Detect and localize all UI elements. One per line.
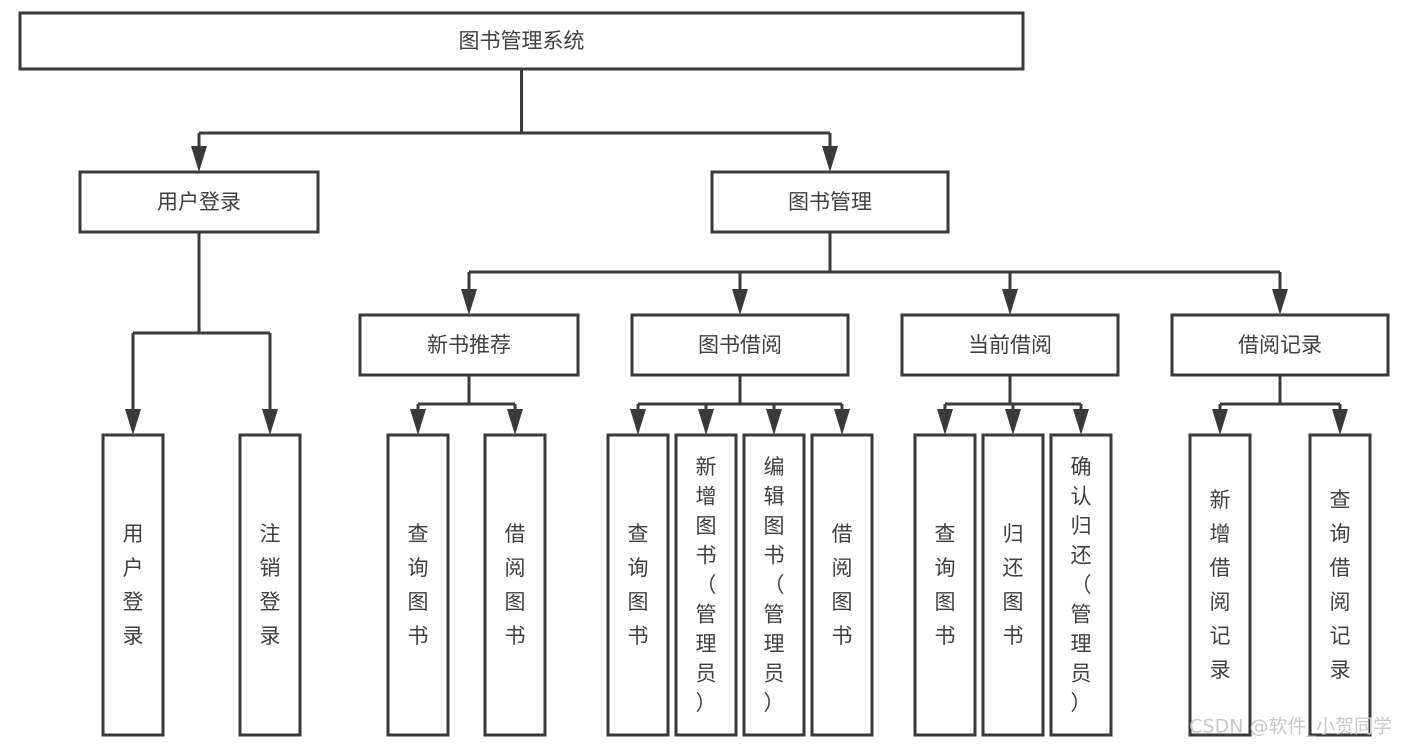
arrow-head-leaf_cur_return xyxy=(1005,409,1021,435)
node-label-leaf_rec_search: 查询借阅记录 xyxy=(1330,488,1351,682)
node-label-leaf_rec_borrow: 借阅图书 xyxy=(505,522,526,648)
node-label-leaf_logout: 注销登录 xyxy=(260,522,281,648)
arrow-head-leaf_borrow_add xyxy=(698,409,714,435)
edge-group-current_borrow xyxy=(937,375,1089,435)
node-leaf_borrow_query[interactable]: 查询图书 xyxy=(606,433,670,737)
node-leaf_cur_confirm[interactable]: 确认归还（管理员） xyxy=(1049,433,1113,737)
edge-group-root xyxy=(191,69,838,172)
node-box-leaf_borrow_add xyxy=(674,433,738,737)
node-box-new_book_rec xyxy=(358,313,580,377)
node-label-borrow_record: 借阅记录 xyxy=(1238,333,1322,357)
arrow-head-leaf_rec_borrow xyxy=(507,409,523,435)
node-box-leaf_cur_return xyxy=(981,433,1045,737)
edge-group-borrow_record xyxy=(1212,375,1348,435)
node-box-book_manage xyxy=(710,170,950,234)
node-box-current_borrow xyxy=(900,313,1120,377)
node-borrow_record[interactable]: 借阅记录 xyxy=(1170,313,1390,377)
node-book_borrow[interactable]: 图书借阅 xyxy=(630,313,850,377)
node-current_borrow[interactable]: 当前借阅 xyxy=(900,313,1120,377)
arrow-head-book_manage xyxy=(822,146,838,172)
arrow-head-leaf_cur_query xyxy=(937,409,953,435)
arrow-head-borrow_record xyxy=(1272,289,1288,315)
arrow-head-user_login xyxy=(191,146,207,172)
node-box-leaf_borrow_query xyxy=(606,433,670,737)
arrow-head-leaf_logout xyxy=(262,409,278,435)
arrow-head-leaf_rec_query xyxy=(410,409,426,435)
node-label-new_book_rec: 新书推荐 xyxy=(427,333,511,357)
node-label-leaf_cur_return: 归还图书 xyxy=(1003,522,1024,648)
node-leaf_rec_borrow[interactable]: 借阅图书 xyxy=(483,433,547,737)
node-leaf_user_login[interactable]: 用户登录 xyxy=(101,433,165,737)
node-book_manage[interactable]: 图书管理 xyxy=(710,170,950,234)
node-box-leaf_cur_confirm xyxy=(1049,433,1113,737)
node-leaf_rec_search[interactable]: 查询借阅记录 xyxy=(1308,433,1372,737)
node-box-leaf_rec_borrow xyxy=(483,433,547,737)
node-new_book_rec[interactable]: 新书推荐 xyxy=(358,313,580,377)
arrow-head-leaf_user_login xyxy=(125,409,141,435)
node-label-leaf_user_login: 用户登录 xyxy=(123,522,144,648)
node-leaf_logout[interactable]: 注销登录 xyxy=(238,433,302,737)
node-layer: 图书管理系统用户登录图书管理新书推荐图书借阅当前借阅借阅记录用户登录注销登录查询… xyxy=(18,11,1390,737)
node-label-leaf_borrow_add: 新增图书（管理员） xyxy=(696,455,717,715)
arrow-head-current_borrow xyxy=(1002,289,1018,315)
arrow-head-book_borrow xyxy=(732,289,748,315)
node-leaf_cur_query[interactable]: 查询图书 xyxy=(913,433,977,737)
watermark-label: CSDN @软件_小贺同学 xyxy=(1189,716,1392,738)
node-root[interactable]: 图书管理系统 xyxy=(18,11,1025,71)
node-label-leaf_borrow_edit: 编辑图书（管理员） xyxy=(764,455,785,715)
node-box-leaf_cur_query xyxy=(913,433,977,737)
connector-layer xyxy=(125,69,1348,435)
node-label-book_manage: 图书管理 xyxy=(788,190,872,214)
node-box-user_login xyxy=(78,170,320,234)
node-box-leaf_rec_add xyxy=(1188,433,1252,737)
node-leaf_rec_add[interactable]: 新增借阅记录 xyxy=(1188,433,1252,737)
node-label-book_borrow: 图书借阅 xyxy=(698,333,782,357)
arrow-head-leaf_cur_confirm xyxy=(1073,409,1089,435)
node-leaf_rec_query[interactable]: 查询图书 xyxy=(386,433,450,737)
node-label-leaf_borrow_do: 借阅图书 xyxy=(832,522,853,648)
node-leaf_borrow_add[interactable]: 新增图书（管理员） xyxy=(674,433,738,737)
node-label-leaf_rec_query: 查询图书 xyxy=(408,522,429,648)
node-label-leaf_cur_query: 查询图书 xyxy=(935,522,956,648)
node-box-book_borrow xyxy=(630,313,850,377)
arrow-head-leaf_borrow_query xyxy=(630,409,646,435)
edge-group-user_login xyxy=(125,232,278,435)
node-box-root xyxy=(18,11,1025,71)
node-label-root: 图书管理系统 xyxy=(459,29,585,53)
arrow-head-leaf_borrow_do xyxy=(834,409,850,435)
edge-group-new_book_rec xyxy=(410,375,523,435)
node-box-leaf_user_login xyxy=(101,433,165,737)
edge-group-book_borrow xyxy=(630,375,850,435)
node-leaf_cur_return[interactable]: 归还图书 xyxy=(981,433,1045,737)
arrow-head-leaf_rec_search xyxy=(1332,409,1348,435)
node-leaf_borrow_do[interactable]: 借阅图书 xyxy=(810,433,874,737)
node-label-current_borrow: 当前借阅 xyxy=(968,333,1052,357)
node-box-leaf_borrow_do xyxy=(810,433,874,737)
node-box-leaf_rec_query xyxy=(386,433,450,737)
node-leaf_borrow_edit[interactable]: 编辑图书（管理员） xyxy=(742,433,806,737)
node-user_login[interactable]: 用户登录 xyxy=(78,170,320,234)
node-label-leaf_cur_confirm: 确认归还（管理员） xyxy=(1071,455,1092,715)
node-label-user_login: 用户登录 xyxy=(157,190,241,214)
node-box-leaf_borrow_edit xyxy=(742,433,806,737)
node-box-leaf_rec_search xyxy=(1308,433,1372,737)
node-box-borrow_record xyxy=(1170,313,1390,377)
node-box-leaf_logout xyxy=(238,433,302,737)
arrow-head-leaf_rec_add xyxy=(1212,409,1228,435)
arrow-head-leaf_borrow_edit xyxy=(766,409,782,435)
node-label-leaf_rec_add: 新增借阅记录 xyxy=(1210,488,1231,682)
node-label-leaf_borrow_query: 查询图书 xyxy=(628,522,649,648)
edge-group-book_manage xyxy=(461,232,1288,315)
arrow-head-new_book_rec xyxy=(461,289,477,315)
